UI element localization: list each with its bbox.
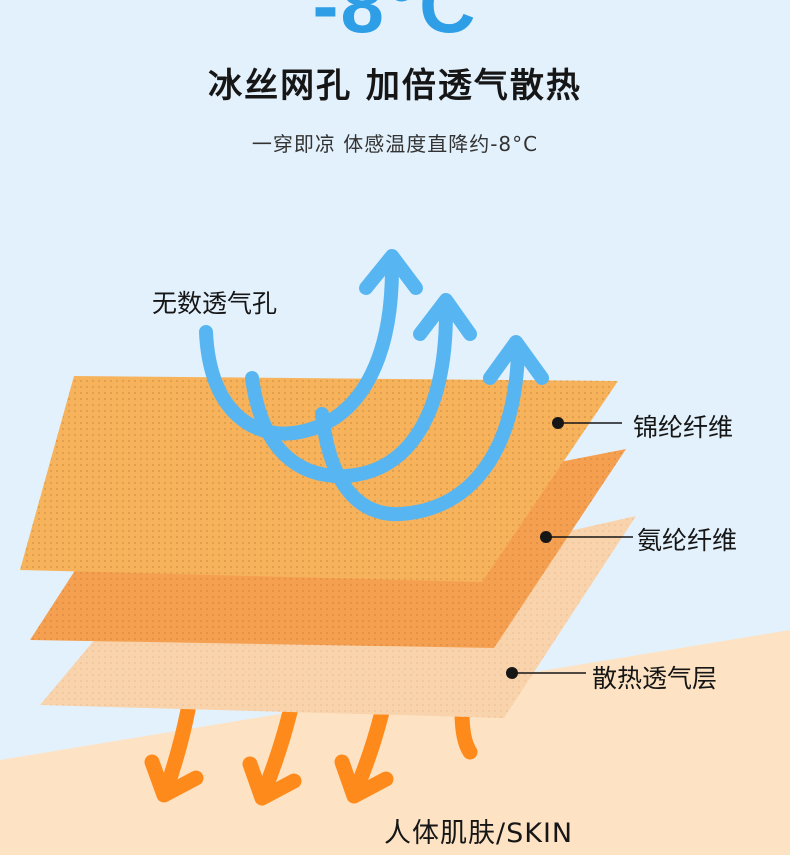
page-title: 冰丝网孔 加倍透气散热 bbox=[208, 66, 582, 106]
airflow-arrows bbox=[199, 249, 549, 522]
airflow-arrow-3-head bbox=[483, 335, 549, 385]
heat-arrow-3-head bbox=[334, 754, 394, 804]
page-subtitle: 一穿即凉 体感温度直降约-8°C bbox=[251, 132, 539, 156]
leader-dot-spandex bbox=[540, 531, 552, 543]
airflow-arrow-1-head bbox=[359, 249, 423, 295]
skin-area bbox=[0, 630, 790, 855]
label-breathable-holes: 无数透气孔 bbox=[152, 289, 278, 318]
leader-dot-nylon bbox=[552, 417, 564, 429]
label-nylon-fiber: 锦纶纤维 bbox=[633, 413, 734, 442]
airflow-arrow-2 bbox=[245, 305, 453, 484]
heat-arrow-4 bbox=[454, 704, 478, 760]
airflow-arrow-1 bbox=[199, 261, 399, 441]
airflow-arrow-3 bbox=[315, 347, 525, 522]
leader-dot-heat-layer bbox=[506, 667, 518, 679]
leader-lines bbox=[512, 422, 633, 674]
heat-arrow-1 bbox=[158, 702, 196, 798]
heat-arrow-2-head bbox=[242, 756, 302, 806]
label-heat-layer: 散热透气层 bbox=[592, 664, 718, 693]
label-spandex-fiber: 氨纶纤维 bbox=[637, 526, 738, 555]
heat-arrow-2 bbox=[256, 704, 298, 800]
temperature-headline: -8°C bbox=[312, 0, 478, 49]
label-skin: 人体肌肤/SKIN bbox=[384, 818, 574, 849]
heat-arrow-1-head bbox=[144, 754, 204, 803]
leader-dots bbox=[506, 417, 564, 679]
heat-arrow-3 bbox=[348, 704, 390, 798]
airflow-arrow-2-head bbox=[413, 293, 477, 341]
heat-arrows bbox=[144, 702, 478, 806]
